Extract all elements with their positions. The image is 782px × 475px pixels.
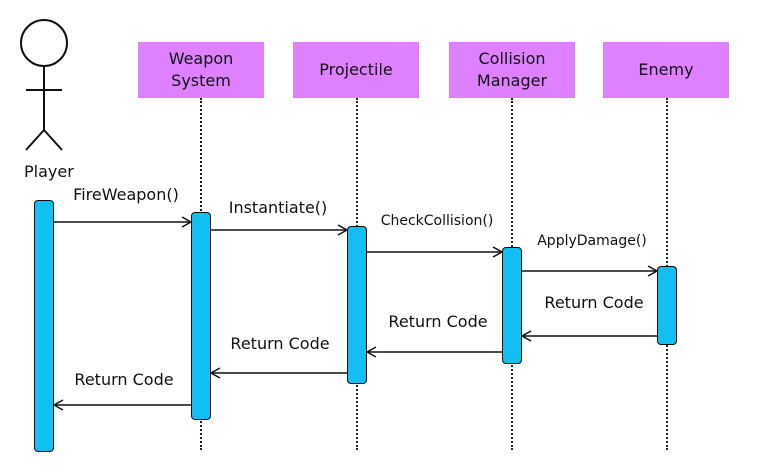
actor-stick-figure-icon [20, 19, 68, 151]
participant-projectile: Projectile [293, 42, 419, 98]
arrowhead-return-weapon-icon [52, 399, 64, 411]
activation-player [34, 200, 54, 452]
actor-label-player: Player [24, 162, 74, 181]
message-label-return-enemy: Return Code [544, 293, 644, 312]
message-label-return-weapon: Return Code [74, 370, 174, 389]
message-label-applydamage: ApplyDamage() [537, 233, 647, 249]
arrowhead-return-projectile-icon [209, 367, 221, 379]
participant-weapon-system: Weapon System [138, 42, 264, 98]
message-label-checkcollision: CheckCollision() [380, 213, 494, 229]
activation-weapon-system [191, 212, 211, 420]
arrowhead-return-enemy-icon [520, 330, 532, 342]
participant-enemy: Enemy [603, 42, 729, 98]
arrowhead-instantiate-icon [337, 224, 349, 236]
arrowhead-fireweapon-icon [181, 216, 193, 228]
message-label-instantiate: Instantiate() [228, 198, 328, 217]
message-label-return-collision: Return Code [388, 312, 488, 331]
activation-collision-manager [502, 247, 522, 364]
participant-collision-manager: Collision Manager [449, 42, 575, 98]
message-label-fireweapon: FireWeapon() [73, 185, 179, 204]
activation-enemy [657, 266, 677, 345]
arrowhead-checkcollision-icon [492, 246, 504, 258]
activation-projectile [347, 226, 367, 384]
arrowhead-applydamage-icon [647, 265, 659, 277]
arrowhead-return-collision-icon [365, 346, 377, 358]
message-label-return-projectile: Return Code [230, 334, 330, 353]
